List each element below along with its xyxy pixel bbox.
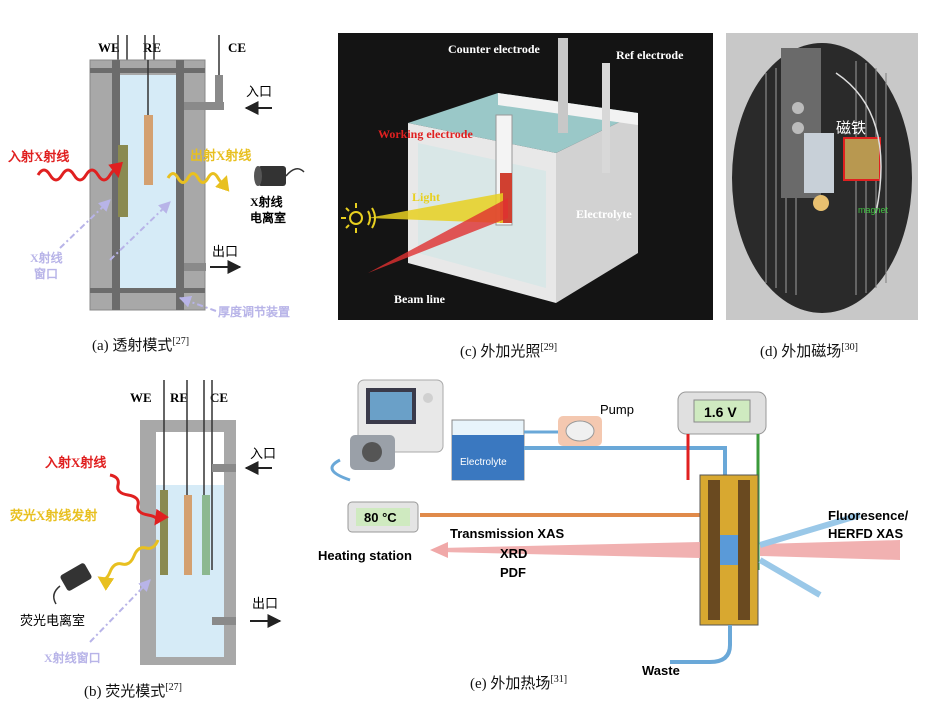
reference-electrode-c	[602, 63, 610, 173]
beam-line-label: Beam line	[394, 292, 446, 306]
caption-d: (d) 外加磁场[30]	[760, 342, 858, 360]
xrd-label: XRD	[500, 546, 527, 561]
caption-e: (e) 外加热场[31]	[470, 674, 568, 692]
panel-a-transmission-cell: WE RE CE 入口 出口 入射X射线 出射X射线 X射线 电离室 X射线 窗…	[8, 35, 305, 319]
re-label-b: RE	[170, 390, 188, 405]
ref-electrode-label: Ref electrode	[616, 48, 684, 62]
working-electrode-label: Working electrode	[378, 127, 473, 141]
ce-label: CE	[228, 40, 246, 55]
we-label: WE	[98, 40, 120, 55]
reference-electrode-b	[184, 495, 192, 575]
inlet-label-b: 入口	[250, 446, 276, 461]
magnet-label: 磁铁	[836, 120, 866, 137]
panel-d-magnet-photo: 磁铁 magnet	[726, 33, 918, 320]
outlet-label: 出口	[212, 244, 238, 259]
re-label: RE	[143, 40, 161, 55]
fluorescence-label-2: HERFD XAS	[828, 526, 903, 541]
incident-xray-label: 入射X射线	[8, 149, 69, 164]
heating-station-label: Heating station	[318, 548, 412, 563]
inlet-label: 入口	[246, 84, 272, 99]
electrolyte-beaker: Electrolyte	[451, 419, 525, 481]
reference-electrode	[144, 115, 153, 185]
chamber-label-1: X射线	[250, 194, 283, 209]
window-label-2: 窗口	[34, 266, 58, 281]
electrolyte-label-c: Electrolyte	[576, 207, 632, 221]
caption-b: (b) 荧光模式[27]	[84, 682, 182, 700]
fluorescence-label-1: Fluoresence/	[828, 508, 909, 523]
pdf-label: PDF	[500, 565, 526, 580]
window-label-1: X射线	[30, 250, 63, 265]
window-label-b: X射线窗口	[44, 650, 101, 665]
incident-xray-label-b: 入射X射线	[45, 455, 106, 470]
electrolyte-label-e: Electrolyte	[460, 457, 507, 468]
chamber-label-b: 荧光电离室	[20, 613, 85, 628]
pump-label: Pump	[600, 402, 634, 417]
magnet	[843, 137, 881, 181]
outgoing-xray-label: 出射X射线	[190, 148, 251, 163]
counter-electrode-c	[558, 38, 568, 133]
transmission-label: Transmission XAS	[450, 526, 564, 541]
caption-c: (c) 外加光照[29]	[460, 342, 558, 360]
counter-electrode-b	[202, 495, 210, 575]
sun-icon	[341, 203, 376, 233]
magnet-en-label: magnet	[858, 205, 889, 215]
chamber-label-2: 电离室	[250, 210, 286, 225]
ionization-chamber-icon	[254, 166, 305, 186]
panel-b-fluorescence-cell: WE RE CE 入口 出口 入射X射线 荧光X射线发射 荧光电离室 X射线窗口	[10, 380, 282, 665]
panel-c-light-setup: Counter electrode Ref electrode Working …	[338, 33, 713, 320]
working-electrode-b	[160, 490, 168, 575]
panel-e-heating-setup: Electrolyte Pump 1.6 V 80 °C Heating sta…	[318, 379, 909, 675]
ce-label-b: CE	[210, 390, 228, 405]
voltage-label: 1.6 V	[704, 404, 737, 420]
fluorescence-chamber-icon	[53, 563, 92, 605]
emission-label-b: 荧光X射线发射	[10, 508, 97, 523]
temperature-label: 80 °C	[364, 510, 397, 525]
outlet-label-b: 出口	[252, 596, 278, 611]
we-label-b: WE	[130, 390, 152, 405]
thickness-label: 厚度调节装置	[218, 304, 290, 319]
light-label: Light	[412, 190, 440, 204]
counter-electrode-label: Counter electrode	[448, 42, 541, 56]
caption-a: (a) 透射模式[27]	[92, 336, 190, 354]
waste-label: Waste	[642, 663, 680, 675]
peristaltic-pump-device	[350, 379, 444, 470]
working-electrode	[118, 145, 128, 217]
